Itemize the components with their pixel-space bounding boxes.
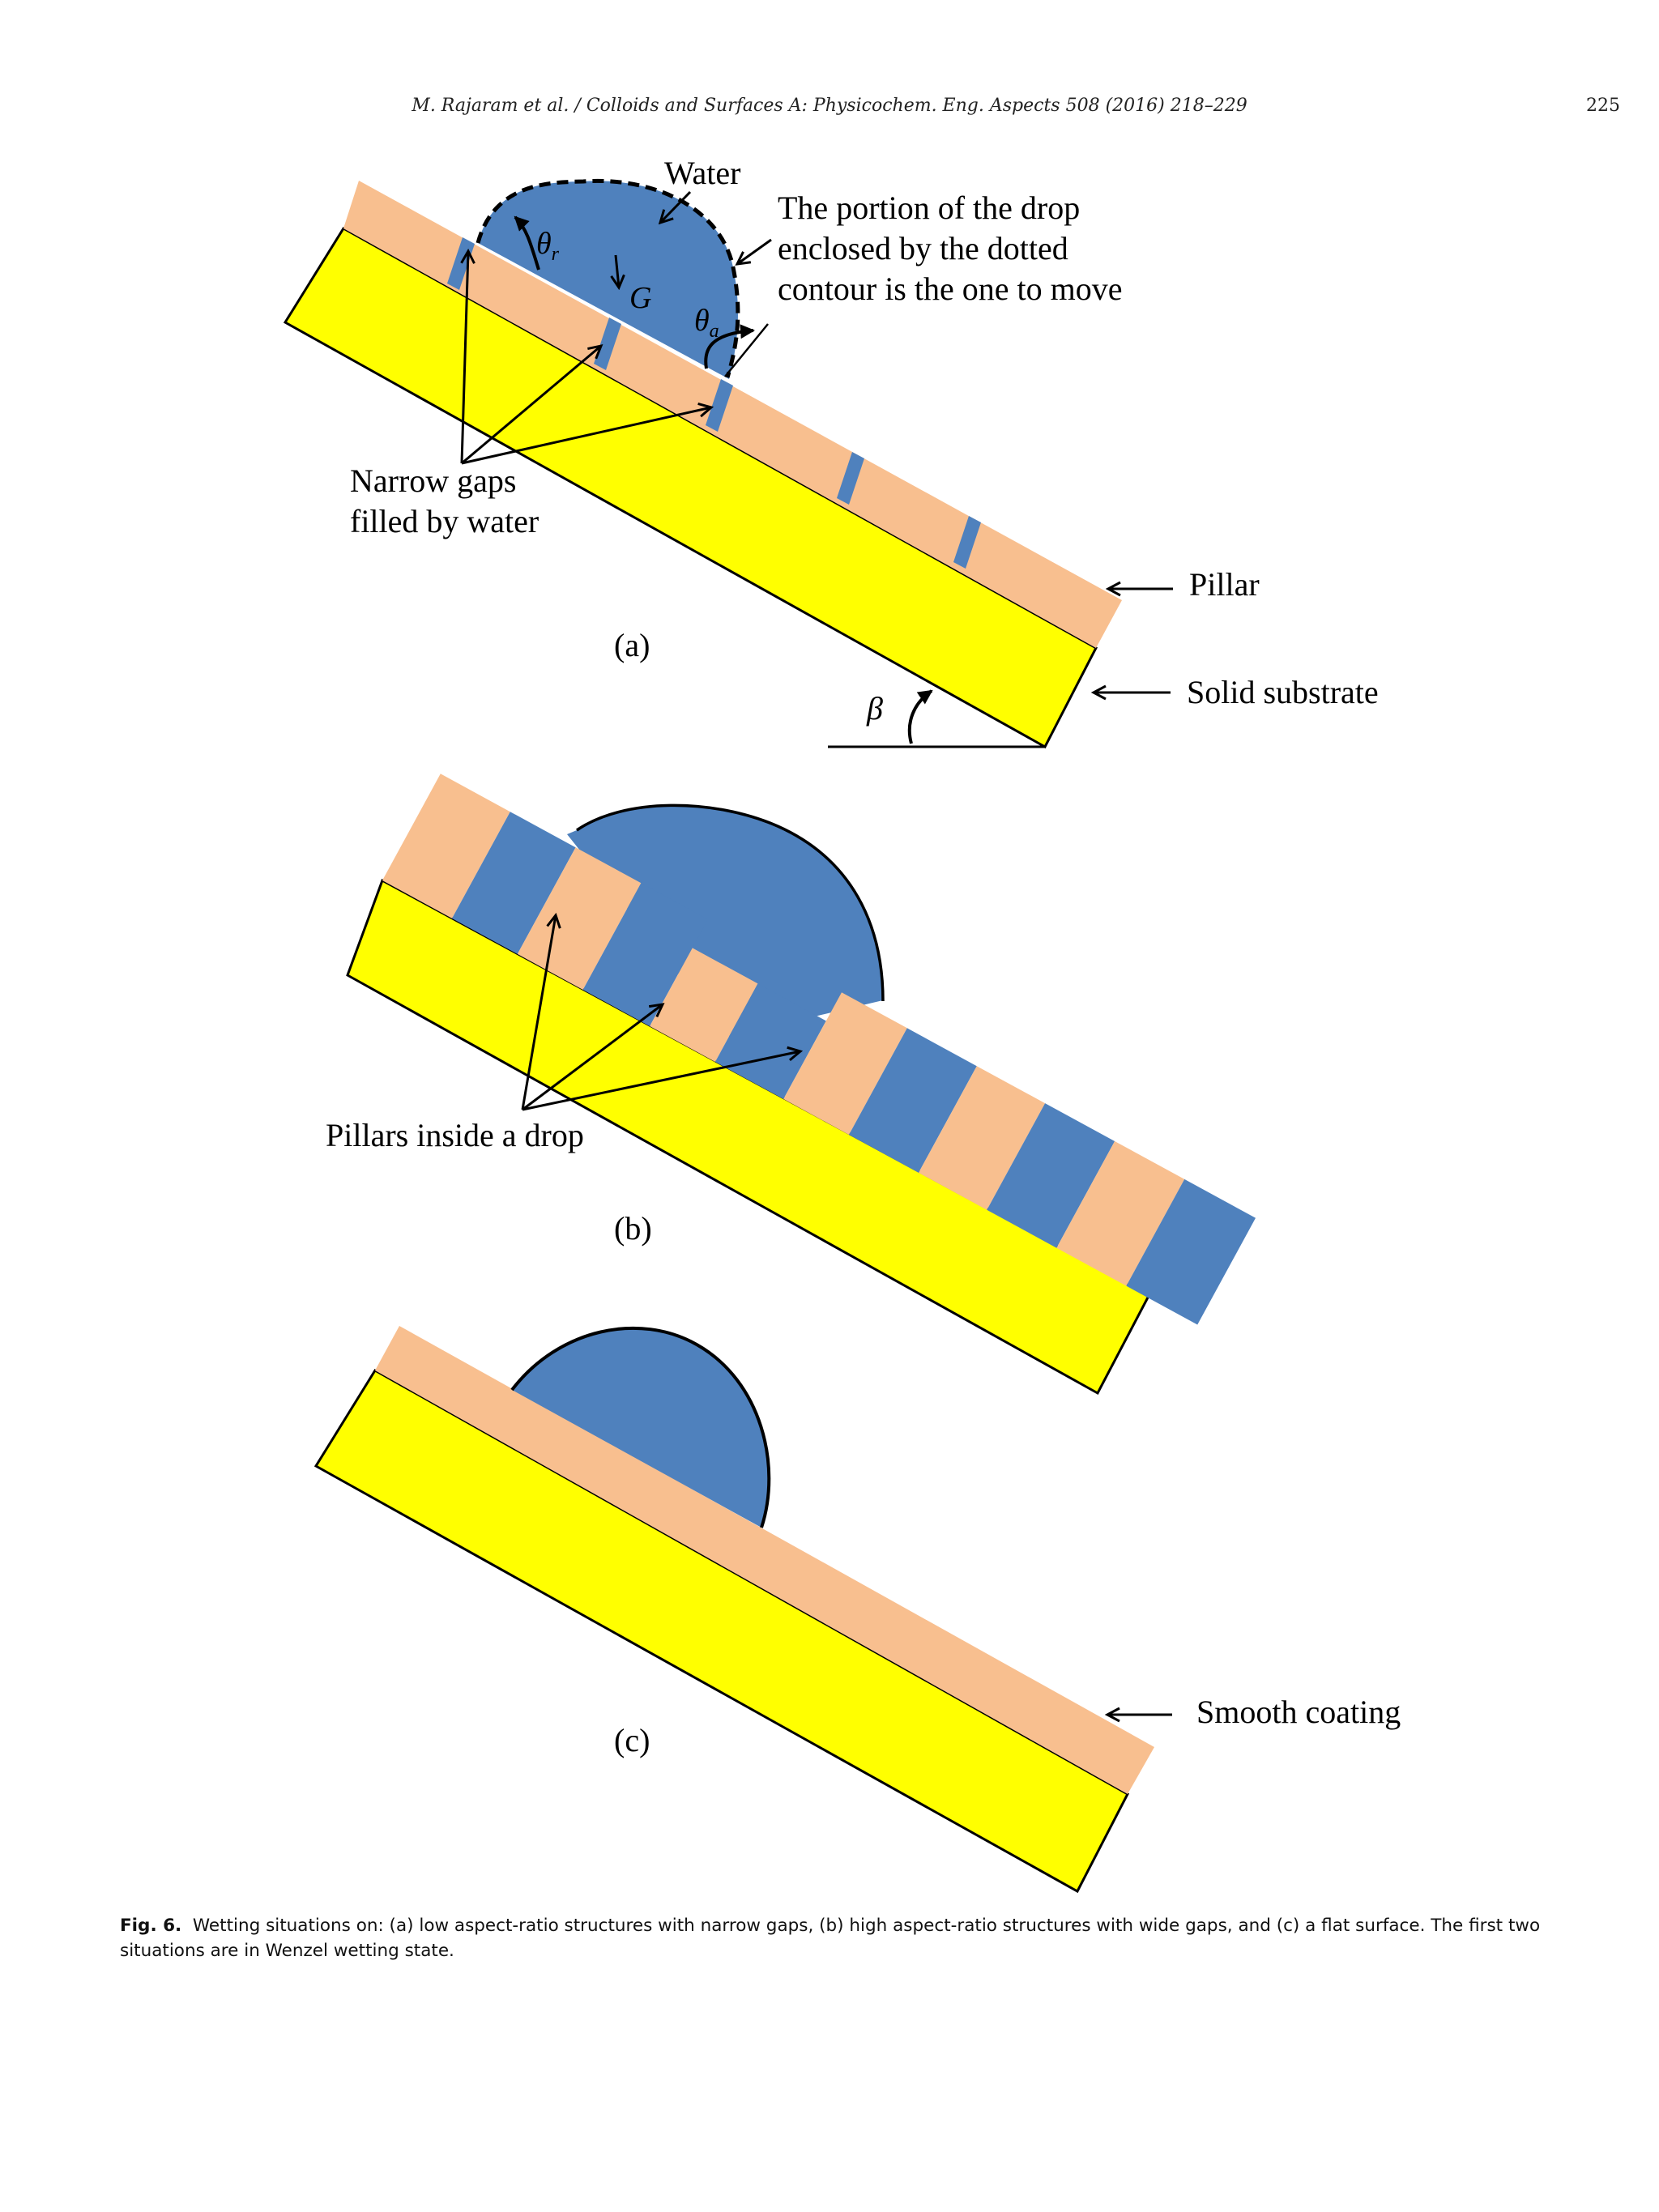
panel-a-note-arrow <box>737 238 772 264</box>
panel-b-arrow-1 <box>521 915 556 1110</box>
panel-a-gaps-line2: filled by water <box>350 503 539 539</box>
panel-b-water-column <box>987 1103 1115 1248</box>
panel-a-dotted-contour <box>476 178 740 378</box>
panel-b-pillar <box>382 774 510 918</box>
panel-a-gap-4 <box>837 452 864 505</box>
figure-caption: Fig. 6. Wetting situations on: (a) low a… <box>120 1913 1570 1963</box>
panel-b-pillar <box>783 992 907 1135</box>
panel-c-label: (c) <box>614 1722 650 1758</box>
running-head: M. Rajaram et al. / Colloids and Surface… <box>412 96 1247 116</box>
panel-a-gap-3 <box>706 379 733 432</box>
panel-b-water-column <box>714 983 826 1099</box>
panel-a-note-line3: contour is the one to move <box>778 271 1122 307</box>
panel-c-coating-label: Smooth coating <box>1196 1694 1401 1730</box>
panel-a-tangent-line <box>724 323 769 377</box>
panel-a-beta-arc <box>907 689 933 744</box>
panel-a-gaps-arrow-2 <box>461 346 601 465</box>
panel-a-gravity-arrow <box>616 254 619 288</box>
caption-label: Fig. 6. <box>120 1916 182 1936</box>
caption-text: Wetting situations on: (a) low aspect-ra… <box>120 1916 1541 1961</box>
panel-a-theta-r-arc <box>514 215 540 271</box>
panel-b: Pillars inside a drop (b) <box>326 774 1256 1396</box>
panel-b-water-column <box>452 812 576 954</box>
panel-a-note-line1: The portion of the drop <box>778 190 1080 226</box>
panel-a-pillar-label: Pillar <box>1189 566 1260 603</box>
panel-b-water-column <box>849 1028 977 1173</box>
panel-a-substrate-label: Solid substrate <box>1187 674 1379 710</box>
panel-b-water-column <box>582 883 708 1026</box>
panel-b-drop-outline <box>576 803 885 1002</box>
panel-a-theta-a-arc <box>704 324 755 369</box>
panel-b-pillar <box>650 948 758 1062</box>
panel-a-gaps-arrow-3 <box>461 407 711 465</box>
panel-a-water-arrow <box>660 190 692 223</box>
panel-a-note-line2: enclosed by the dotted <box>778 230 1068 266</box>
panel-a-beta-label: β <box>866 690 883 727</box>
panel-a-label: (a) <box>614 627 650 663</box>
panel-a-g-label: G <box>629 281 651 315</box>
panel-b-arrow-2 <box>522 1004 663 1111</box>
panel-c-drop-outline <box>510 1326 771 1528</box>
panel-b-pillars-label: Pillars inside a drop <box>326 1117 584 1153</box>
panel-a-theta-a-label: θa <box>694 304 719 342</box>
panel-b-pillar <box>919 1066 1046 1210</box>
panel-a-water-label: Water <box>664 155 741 191</box>
panel-a-gaps-line1: Narrow gaps <box>350 462 517 499</box>
panel-b-label: (b) <box>614 1210 652 1247</box>
panel-a-theta-r-label: θr <box>536 227 560 265</box>
panel-b-pillar <box>1056 1141 1185 1286</box>
panel-b-water-column <box>1126 1178 1256 1325</box>
page-number: 225 <box>1586 96 1620 116</box>
panel-c-coating <box>375 1326 1154 1794</box>
panel-c: Smooth coating (c) <box>313 1326 1401 1894</box>
panel-b-water-drop <box>567 805 883 1037</box>
panel-c-water-drop <box>512 1328 770 1528</box>
panel-b-columns <box>382 774 1256 1325</box>
panel-a-water-drop <box>478 181 739 379</box>
panel-a: Water The portion of the drop enclosed b… <box>283 155 1379 749</box>
panel-b-arrow-3 <box>522 1051 800 1111</box>
panel-a-pillar-layer <box>343 181 1122 648</box>
panel-a-gaps-arrow-1 <box>462 251 468 464</box>
panel-a-gap-5 <box>953 516 981 569</box>
